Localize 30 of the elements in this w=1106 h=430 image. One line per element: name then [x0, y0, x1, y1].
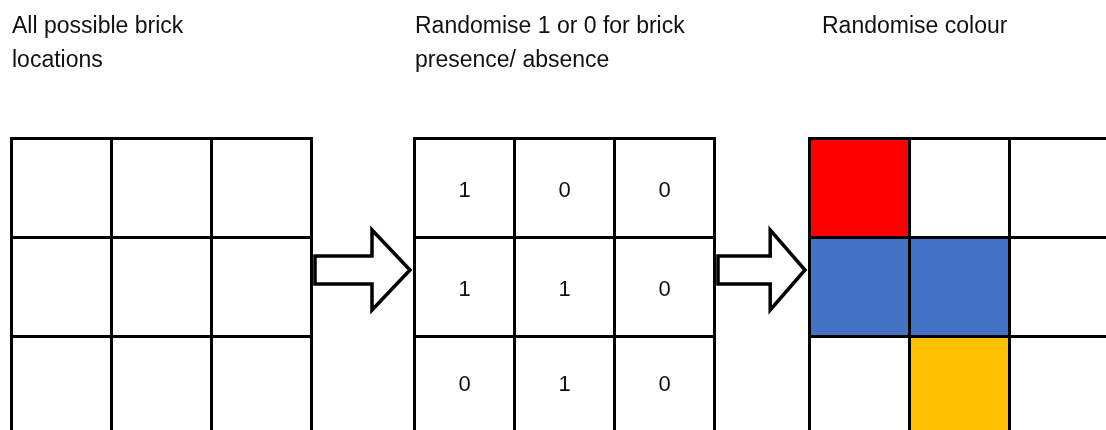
grid-cell: [10, 137, 110, 239]
heading: All possible brick locations: [12, 12, 184, 72]
heading: Randomise colour: [822, 12, 1008, 38]
grid-cell: [10, 236, 110, 338]
grid-cell: [1008, 236, 1106, 338]
block-arrow: [716, 225, 808, 315]
grid-cell: 0: [613, 236, 716, 338]
grid-cell: 0: [513, 137, 613, 239]
grid-cell: 0: [613, 335, 716, 430]
grid-cell: [210, 236, 313, 338]
grid-cell: [10, 335, 110, 430]
grid-cell: [210, 335, 313, 430]
grid-cell: 1: [513, 335, 613, 430]
grid-cell: [808, 137, 908, 239]
grid-cell: 0: [613, 137, 716, 239]
grid-cell: [1008, 335, 1106, 430]
grid-cell: [110, 236, 210, 338]
grid-cell: 1: [513, 236, 613, 338]
grid-cell: 1: [413, 236, 513, 338]
grid-cell: 0: [413, 335, 513, 430]
grid-cell: [210, 137, 313, 239]
grid-cell: 1: [413, 137, 513, 239]
grid-cell: [110, 137, 210, 239]
grid-cell: [1008, 137, 1106, 239]
grid-cell: [110, 335, 210, 430]
grid-cell: [908, 236, 1008, 338]
heading: Randomise 1 or 0 for brick presence/ absence: [415, 12, 685, 72]
grid-cell: [908, 335, 1008, 430]
block-arrow: [313, 225, 413, 315]
grid-cell: [808, 236, 908, 338]
